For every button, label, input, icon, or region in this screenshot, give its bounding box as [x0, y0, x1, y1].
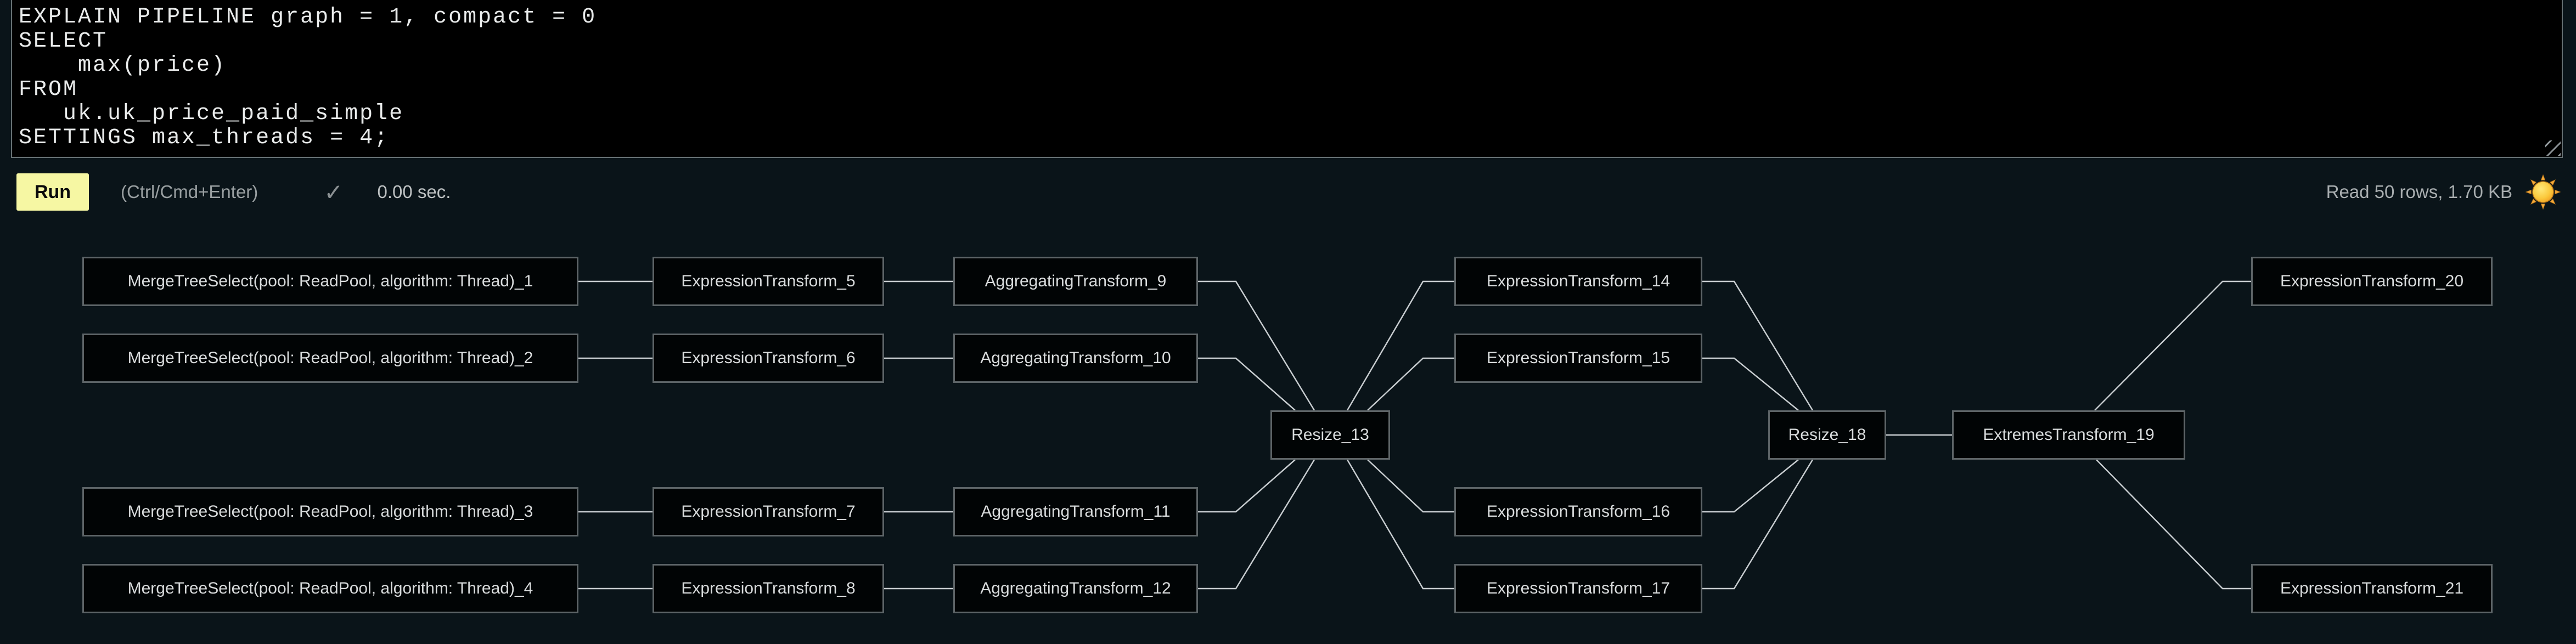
graph-edge-e19-e21 — [2096, 459, 2251, 590]
graph-node-e8: ExpressionTransform_8 — [653, 564, 884, 613]
graph-node-a10: AggregatingTransform_10 — [953, 334, 1198, 383]
graph-node-m2: MergeTreeSelect(pool: ReadPool, algorith… — [82, 334, 578, 383]
sun-icon[interactable] — [2526, 174, 2561, 210]
graph-edge-e15-r18 — [1702, 357, 1799, 411]
graph-edge-e16-r18 — [1702, 459, 1799, 513]
shortcut-hint: (Ctrl/Cmd+Enter) — [121, 182, 258, 202]
graph-node-e7: ExpressionTransform_7 — [653, 487, 884, 536]
graph-edge-r13-e14 — [1346, 280, 1454, 411]
graph-edge-r13-e15 — [1367, 357, 1454, 411]
graph-node-e17: ExpressionTransform_17 — [1454, 564, 1702, 613]
graph-node-a9: AggregatingTransform_9 — [953, 257, 1198, 306]
graph-edge-a12-r13 — [1198, 459, 1315, 590]
graph-node-e19: ExtremesTransform_19 — [1952, 410, 2185, 460]
graph-edge-a10-r13 — [1198, 357, 1296, 411]
run-button[interactable]: Run — [16, 173, 89, 211]
graph-node-r18: Resize_18 — [1768, 410, 1886, 460]
graph-node-m3: MergeTreeSelect(pool: ReadPool, algorith… — [82, 487, 578, 536]
sql-editor[interactable]: EXPLAIN PIPELINE graph = 1, compact = 0 … — [11, 0, 2563, 158]
graph-node-r13: Resize_13 — [1270, 410, 1390, 460]
graph-node-e20: ExpressionTransform_20 — [2251, 257, 2493, 306]
graph-edge-a9-r13 — [1198, 280, 1315, 411]
graph-edge-r13-e17 — [1346, 459, 1454, 590]
toolbar: Run (Ctrl/Cmd+Enter) ✓ 0.00 sec. Read 50… — [0, 159, 2576, 225]
elapsed-time: 0.00 sec. — [377, 182, 451, 202]
success-check-icon: ✓ — [324, 179, 344, 205]
sql-code[interactable]: EXPLAIN PIPELINE graph = 1, compact = 0 … — [19, 5, 597, 150]
graph-edge-r13-e16 — [1367, 459, 1454, 513]
graph-node-e15: ExpressionTransform_15 — [1454, 334, 1702, 383]
graph-node-m1: MergeTreeSelect(pool: ReadPool, algorith… — [82, 257, 578, 306]
graph-edge-e14-r18 — [1702, 280, 1814, 411]
graph-edge-e17-r18 — [1702, 459, 1814, 590]
graph-node-a12: AggregatingTransform_12 — [953, 564, 1198, 613]
resize-grip-icon[interactable] — [2545, 140, 2561, 156]
graph-edge-a11-r13 — [1198, 459, 1296, 513]
graph-node-e14: ExpressionTransform_14 — [1454, 257, 1702, 306]
graph-node-e21: ExpressionTransform_21 — [2251, 564, 2493, 613]
graph-node-m4: MergeTreeSelect(pool: ReadPool, algorith… — [82, 564, 578, 613]
graph-edge-e19-e20 — [2094, 280, 2251, 411]
graph-node-e16: ExpressionTransform_16 — [1454, 487, 1702, 536]
graph-node-e6: ExpressionTransform_6 — [653, 334, 884, 383]
graph-node-e5: ExpressionTransform_5 — [653, 257, 884, 306]
graph-node-a11: AggregatingTransform_11 — [953, 487, 1198, 536]
read-stats: Read 50 rows, 1.70 KB — [2326, 182, 2512, 202]
